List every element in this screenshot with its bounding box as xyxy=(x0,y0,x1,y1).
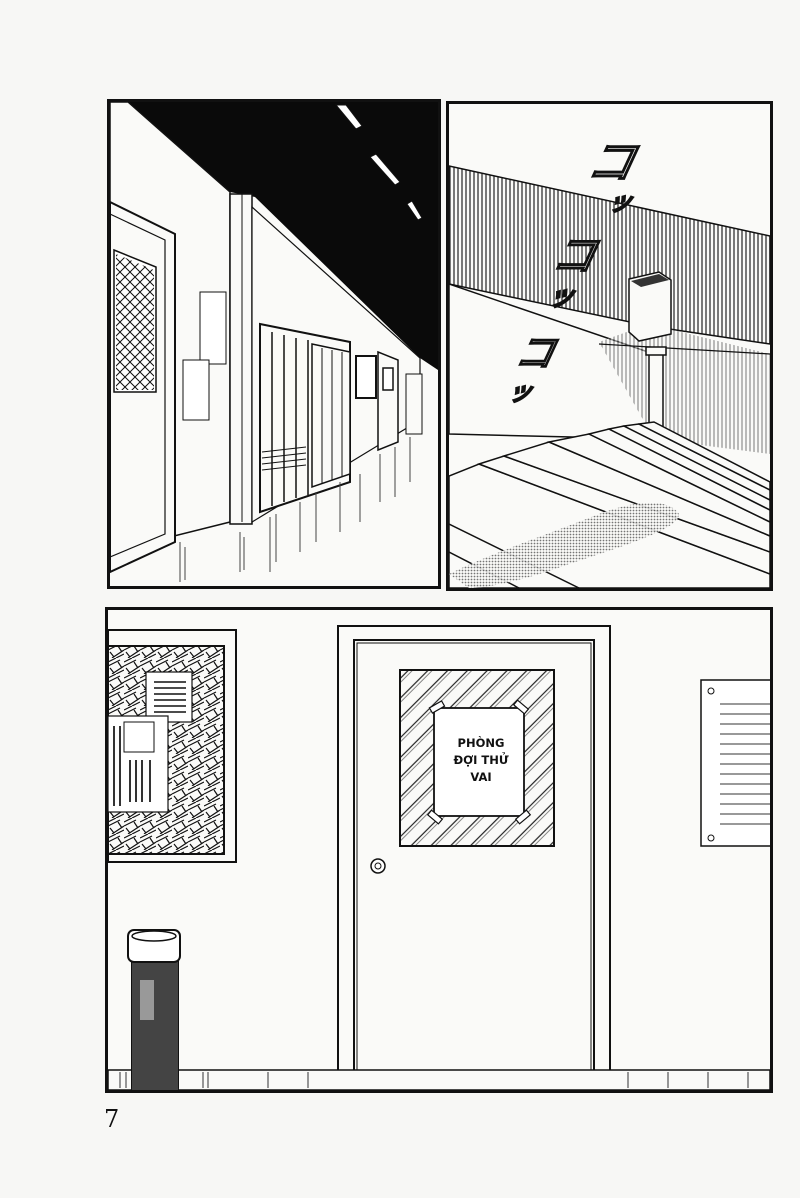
door-sign-line-3: VAI xyxy=(470,770,492,784)
bulletin-board-icon xyxy=(108,629,237,863)
door-icon xyxy=(337,625,611,1087)
lockers-icon xyxy=(259,322,351,514)
door-window-icon xyxy=(113,248,157,393)
page-number: 7 xyxy=(104,1105,120,1133)
door-sign-line-1: PHÒNG xyxy=(457,736,505,750)
panel-hallway xyxy=(107,99,441,589)
staircase-illustration xyxy=(449,165,770,588)
panel-staircase: コ ッ コ ッ コ ッ xyxy=(446,101,773,591)
distant-door-icon xyxy=(377,350,399,452)
door-sign: PHÒNG ĐỢI THỬ VAI xyxy=(433,735,529,786)
wall-notice-icon xyxy=(700,679,770,847)
umbrella-stand-icon xyxy=(127,929,181,1090)
panel-door xyxy=(105,607,773,1093)
ceiling-lights-icon xyxy=(334,104,423,221)
door-knob-icon xyxy=(370,858,386,874)
hallway-illustration xyxy=(110,102,438,582)
door-scene-illustration xyxy=(108,625,770,1090)
trash-bin-icon xyxy=(628,271,672,342)
door-sign-line-2: ĐỢI THỬ xyxy=(453,753,509,767)
